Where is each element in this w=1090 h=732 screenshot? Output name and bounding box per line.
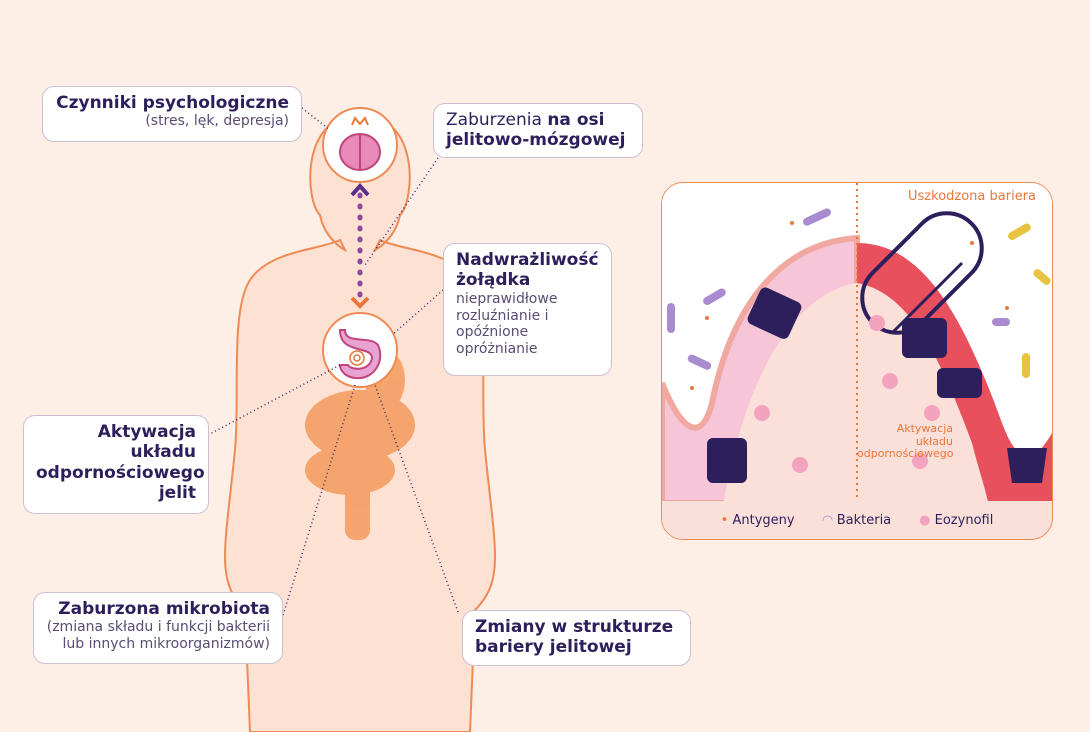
dark-cell: [1007, 448, 1047, 483]
immune-activation-box: Aktywacja układu odpornościowego jelit: [23, 415, 209, 514]
stomach-sub: nieprawidłowe: [456, 290, 558, 307]
gut-brain-axis-box: Zaburzenia na osi jelitowo-mózgowej: [433, 103, 643, 158]
inset-immune-line: układu: [915, 434, 953, 448]
damaged-barrier-label: Uszkodzona bariera: [908, 189, 1036, 204]
pain-target-icon: [349, 350, 365, 366]
psychological-factors-box: Czynniki psychologiczne (stres, lęk, dep…: [42, 86, 302, 142]
bacteria: [667, 208, 1010, 370]
stress-crown-icon: [351, 116, 369, 126]
arrow-down-icon: [350, 296, 370, 309]
penetration-arrow-icon: [890, 261, 964, 335]
immune-line: jelit: [158, 483, 196, 504]
microbiota-sub: (zmiana składu i funkcji bakterii: [46, 619, 270, 636]
stomach-title-2: żołądka: [456, 270, 531, 291]
arrow-up-icon: [350, 182, 370, 197]
inset-immune-line: Aktywacja: [896, 422, 953, 435]
stomach-title-1: Nadwrażliwość: [456, 250, 599, 270]
barrier-line: bariery jelitowej: [475, 637, 632, 658]
inset-immune-label: Aktywacja układu odpornościowego: [857, 422, 954, 461]
psych-sub: (stres, lęk, depresja): [145, 113, 289, 130]
stomach-sub: rozluźnianie i: [456, 307, 549, 324]
stomach-icon: [338, 329, 382, 380]
barrier-illustration: [662, 183, 1052, 539]
yellow-bacteria: [1008, 223, 1051, 378]
legend-eosinophil: ● Eozynofil: [919, 513, 993, 528]
legend: • Antygeny ◠ Bakteria ● Eozynofil: [662, 501, 1052, 539]
immune-line: układu: [130, 442, 196, 463]
stomach-hypersensitivity-box: Nadwrażliwość żołądka nieprawidłowe rozl…: [443, 243, 612, 376]
legend-antigens: • Antygeny: [721, 513, 795, 528]
microbiota-box: Zaburzona mikrobiota (zmiana składu i fu…: [33, 592, 283, 664]
inset-immune-line: odpornościowego: [857, 447, 954, 461]
eosinophil-icon: ●: [919, 512, 931, 528]
gut-barrier-inset: Uszkodzona bariera Aktywacja układu odpo…: [661, 182, 1053, 540]
axis-bold-1: na osi: [547, 110, 605, 130]
dark-cell: [707, 438, 747, 483]
axis-text: Zaburzenia: [446, 110, 548, 130]
stomach-sub: opróżnianie: [456, 341, 538, 358]
legend-label: Eozynofil: [934, 512, 994, 528]
eosinophils: [754, 315, 940, 473]
bacteria-icon: ◠: [822, 512, 833, 528]
pain-target-icon: [353, 354, 361, 362]
psych-title: Czynniki psychologiczne: [56, 93, 289, 113]
immune-line: odpornościowego: [36, 462, 205, 483]
stomach-sub: opóźnione: [456, 324, 529, 341]
legend-label: Antygeny: [732, 512, 795, 528]
dark-cell: [937, 368, 982, 398]
connector-lines: [207, 107, 459, 616]
dark-cell: [747, 287, 802, 339]
immune-line: Aktywacja: [97, 422, 196, 442]
intestines: [305, 350, 415, 540]
legend-bacteria: ◠ Bakteria: [823, 513, 892, 528]
legend-label: Bakteria: [836, 512, 892, 528]
microbiota-sub: lub innych mikroorganizmów): [62, 636, 270, 653]
antigen-dots-icon: •: [720, 512, 729, 528]
dark-cell: [902, 318, 947, 358]
barrier-line: Zmiany w strukturze: [475, 617, 674, 637]
barrier-changes-box: Zmiany w strukturze bariery jelitowej: [462, 610, 691, 666]
microbiota-title: Zaburzona mikrobiota: [58, 599, 270, 619]
antigens: [690, 221, 1009, 390]
axis-bold-2: jelitowo-mózgowej: [446, 130, 626, 151]
